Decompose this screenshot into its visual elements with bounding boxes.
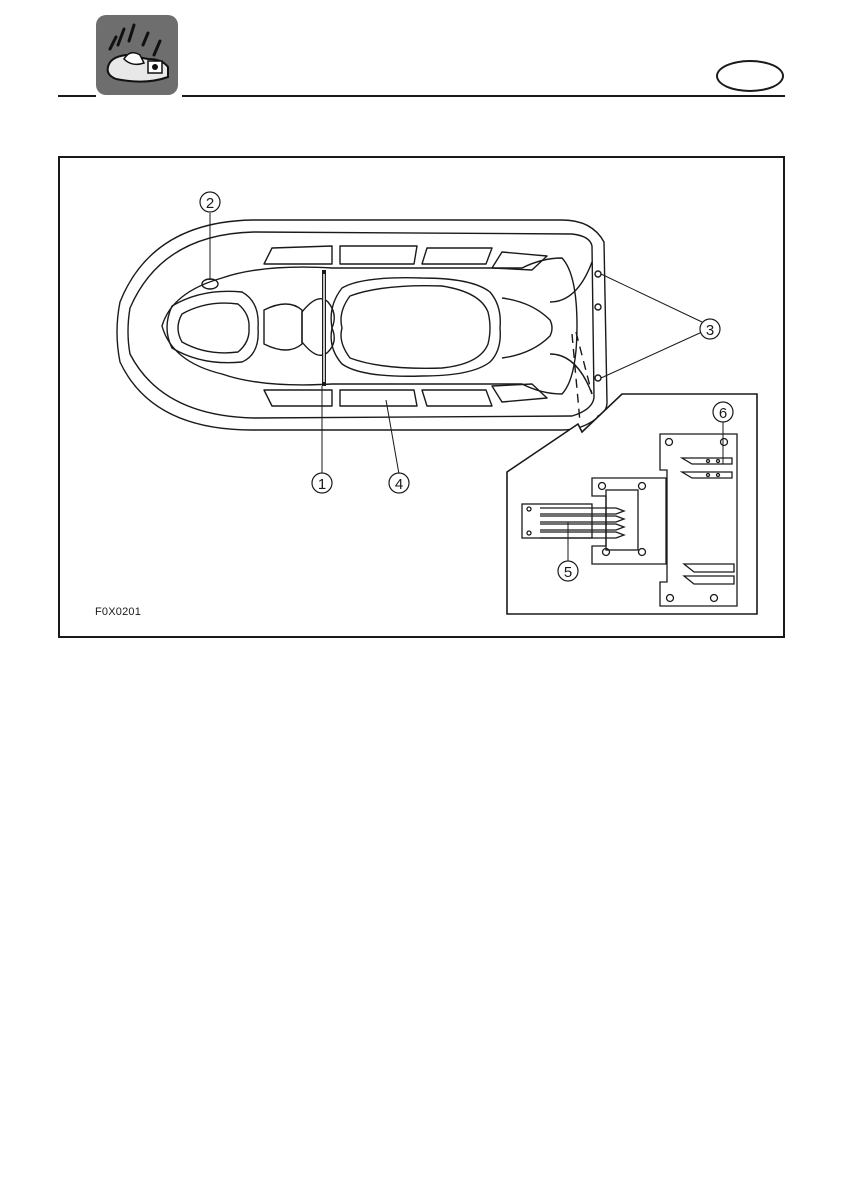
figure-code: F0X0201 <box>95 606 141 618</box>
watercraft-section-icon <box>96 15 178 95</box>
callout-label-4: 4 <box>395 476 403 493</box>
watercraft-top-view-illustration: 1 2 3 4 5 6 <box>60 158 783 636</box>
header-rule-right <box>182 95 785 97</box>
header-rule-left <box>58 95 96 97</box>
callout-label-3: 3 <box>706 322 714 339</box>
callout-label-1: 1 <box>318 476 326 493</box>
figure-frame: 1 2 3 4 5 6 <box>58 156 785 638</box>
language-badge <box>716 60 784 92</box>
callout-label-5: 5 <box>564 564 572 581</box>
callout-label-2: 2 <box>206 195 214 212</box>
callout-label-6: 6 <box>719 405 727 422</box>
